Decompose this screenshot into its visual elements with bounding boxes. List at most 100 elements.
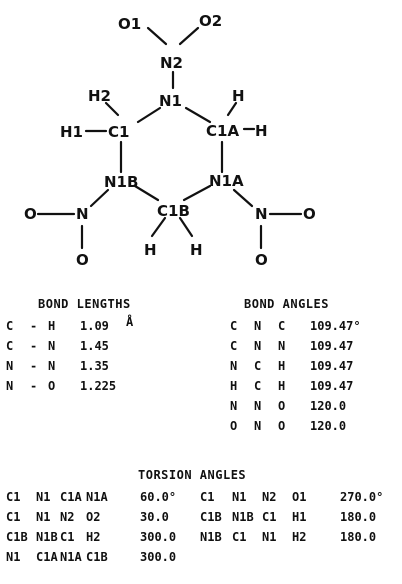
torsion-left-atom: C1	[6, 490, 21, 504]
torsion-left-atom: N1	[6, 550, 21, 564]
torsion-right-atom: N1B	[200, 530, 222, 544]
torsion-left-atom: N1A	[60, 550, 82, 564]
bond-n1a-c1b	[182, 184, 212, 202]
bond-length-unit: Å	[126, 315, 134, 329]
bond-angle-atom-c: N	[278, 339, 286, 353]
torsion-left-atom: N1A	[86, 490, 108, 504]
torsion-right-atom: N1	[262, 530, 277, 544]
bond-n1-c1a	[184, 106, 212, 124]
atom-h-c1a: H	[255, 122, 268, 140]
bond-length-atom-a: C	[6, 339, 14, 353]
atom-n1b: N1B	[104, 173, 138, 191]
atom-h-top: H	[232, 87, 245, 105]
bond-c1a-h	[226, 101, 238, 117]
torsion-left-atom: O2	[86, 510, 101, 524]
torsion-right-atom: C1	[232, 530, 247, 544]
bond-angle-atom-b: C	[254, 359, 262, 373]
atom-n1: N1	[159, 92, 182, 110]
torsion-left-atom: H2	[86, 530, 101, 544]
torsion-right-atom: N2	[262, 490, 277, 504]
bond-c1b-h-left	[150, 216, 167, 238]
torsion-right-atom: C1	[200, 490, 215, 504]
bond-angle-atom-b: C	[254, 379, 262, 393]
bond-length-value: 1.45	[80, 339, 109, 353]
torsion-right-atom: N1	[232, 490, 247, 504]
atom-h2: H2	[88, 87, 111, 105]
atom-o1: O1	[118, 15, 141, 33]
torsion-right-atom: C1	[262, 510, 277, 524]
molecule-diagram: O1 O2 N2 N1 H2 H1 C1 H C1A H N1B N1A C1B…	[24, 12, 316, 269]
torsion-right-value: 180.0	[340, 510, 377, 524]
bond-angle-atom-b: N	[254, 419, 262, 433]
atom-o-right: O	[303, 205, 316, 223]
bond-angle-atom-a: C	[230, 319, 238, 333]
torsion-left-atom: C1B	[86, 550, 108, 564]
atom-c1a: C1A	[206, 122, 239, 140]
torsion-left-atom: N1	[36, 510, 51, 524]
torsion-left-atom: C1	[60, 530, 75, 544]
torsion-right-value: 180.0	[340, 530, 377, 544]
bond-angle-value: 109.47	[310, 339, 354, 353]
atom-o-right-down: O	[255, 251, 268, 269]
torsion-right-atom: N1B	[232, 510, 254, 524]
bond-angle-value: 109.47	[310, 379, 354, 393]
bond-angle-atom-b: N	[254, 339, 262, 353]
atom-c1: C1	[108, 123, 129, 141]
atom-o2: O2	[199, 12, 222, 30]
torsion-left-atom: C1A	[36, 550, 58, 564]
bond-angle-atom-c: C	[278, 319, 286, 333]
bond-angle-atom-c: H	[278, 379, 286, 393]
bond-n1a-n-right	[232, 188, 254, 208]
torsion-right-atom: H1	[292, 510, 307, 524]
torsion-left-atom: N1B	[36, 530, 58, 544]
atom-h-left: H	[144, 241, 157, 259]
bond-angle-atom-b: N	[254, 399, 262, 413]
bond-n2-o2	[178, 26, 200, 46]
bond-length-dash: -	[30, 379, 38, 393]
bond-angle-value: 120.0	[310, 399, 347, 413]
bond-angle-atom-a: N	[230, 359, 238, 373]
atom-o-left: O	[24, 205, 37, 223]
torsion-left-value: 300.0	[140, 530, 177, 544]
bond-angle-atom-a: N	[230, 399, 238, 413]
bond-n1-c1	[136, 106, 162, 124]
bond-angles-title: BOND ANGLES	[244, 297, 329, 311]
torsion-left-atom: C1B	[6, 530, 28, 544]
bond-angle-value: 120.0	[310, 419, 347, 433]
bond-length-atom-b: N	[48, 359, 56, 373]
torsion-right-atom: O1	[292, 490, 307, 504]
bond-angle-atom-a: C	[230, 339, 238, 353]
atom-h1: H1	[60, 123, 83, 141]
torsion-left-atom: C1A	[60, 490, 82, 504]
torsion-right-value: 270.0°	[340, 490, 384, 504]
bond-n1b-c1b	[133, 184, 160, 202]
atom-c1b: C1B	[157, 202, 190, 220]
torsion-left-value: 60.0°	[140, 490, 177, 504]
atom-n-left: N	[76, 205, 89, 223]
bond-length-value: 1.35	[80, 359, 109, 373]
bond-length-atom-a: C	[6, 319, 14, 333]
torsion-right-atom: C1B	[200, 510, 222, 524]
bond-length-value: 1.09	[80, 319, 109, 333]
bond-angle-atom-c: O	[278, 419, 286, 433]
bond-length-atom-b: O	[48, 379, 56, 393]
atom-n1a: N1A	[209, 172, 244, 190]
bond-angle-atom-b: N	[254, 319, 262, 333]
torsion-right-atom: H2	[292, 530, 307, 544]
bond-length-atom-b: N	[48, 339, 56, 353]
bond-angle-atom-a: H	[230, 379, 238, 393]
bond-length-dash: -	[30, 319, 38, 333]
atom-o-left-down: O	[76, 251, 89, 269]
torsion-left-atom: N1	[36, 490, 51, 504]
bond-angle-atom-c: H	[278, 359, 286, 373]
bond-angle-value: 109.47°	[310, 319, 361, 333]
bond-c1-h2	[104, 101, 120, 117]
bond-length-dash: -	[30, 359, 38, 373]
bond-n1b-n-left	[89, 188, 110, 208]
bond-angle-value: 109.47	[310, 359, 354, 373]
bond-angle-atom-a: O	[230, 419, 238, 433]
torsion-left-value: 300.0	[140, 550, 177, 564]
bond-angle-atom-c: O	[278, 399, 286, 413]
bond-length-atom-a: N	[6, 379, 14, 393]
